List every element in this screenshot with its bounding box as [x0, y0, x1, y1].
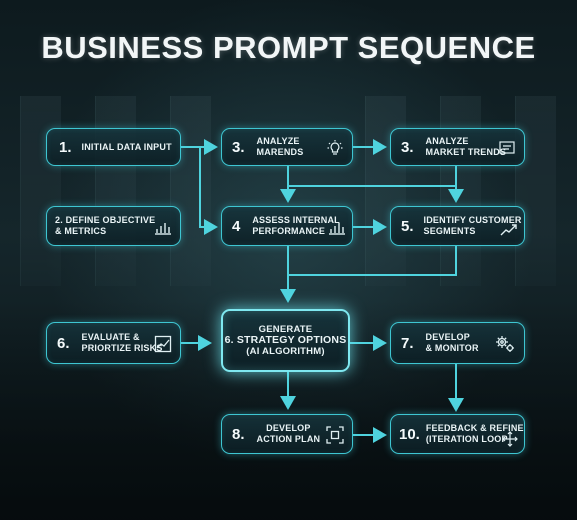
- trend-line-icon: [500, 221, 518, 239]
- background-window: [95, 96, 136, 286]
- step-label: IDENTIFY CUSTOMER SEGMENTS: [423, 215, 522, 236]
- step-generate-strategy-options[interactable]: GENERATE 6. STRATEGY OPTIONS (AI ALGORIT…: [221, 309, 350, 372]
- step-identify-customer-segments[interactable]: 5. IDENTIFY CUSTOMER SEGMENTS: [390, 206, 525, 246]
- step-initial-data-input[interactable]: 1. INITIAL DATA INPUT: [46, 128, 181, 166]
- step-label: ANALYZE MARKET TRENDS: [425, 136, 507, 157]
- step-number: 5.: [401, 217, 414, 235]
- step-label: INITIAL DATA INPUT: [81, 141, 172, 152]
- step-label: ASSESS INTERNAL PERFORMANCE: [252, 215, 340, 236]
- background-window: [20, 96, 61, 286]
- step-develop-monitor[interactable]: 7. DEVELOP & MONITOR: [390, 322, 525, 364]
- step-analyze-marends[interactable]: 3. ANALYZE MARENDS: [221, 128, 353, 166]
- background-window: [170, 96, 211, 286]
- bar-chart-icon: [154, 218, 172, 236]
- step-number: 6.: [57, 334, 70, 352]
- presentation-icon: [498, 139, 516, 157]
- step-label: DEVELOP ACTION PLAN: [256, 423, 321, 444]
- page-title: BUSINESS PROMPT SEQUENCE: [41, 30, 536, 65]
- step-label: FEEDBACK & REFINE (ITERATION LOOP: [425, 423, 524, 444]
- gears-icon: [494, 334, 516, 354]
- move-arrows-icon: [502, 431, 518, 447]
- step-label: EVALUATE & PRIORTIZE RISKS: [81, 332, 163, 353]
- connector-customer-down: [288, 246, 457, 276]
- step-number: 1.: [59, 138, 72, 156]
- trend-chart-icon: [154, 335, 172, 353]
- lightbulb-icon: [326, 139, 344, 157]
- step-label-main: 6. STRATEGY OPTIONS: [224, 334, 347, 346]
- step-feedback-refine[interactable]: 10. FEEDBACK & REFINE (ITERATION LOOP: [390, 414, 525, 454]
- step-label: DEVELOP & MONITOR: [425, 332, 479, 353]
- step-number: 10.: [399, 425, 420, 443]
- background-window: [365, 96, 406, 286]
- step-evaluate-prioritize-risks[interactable]: 6. EVALUATE & PRIORTIZE RISKS: [46, 322, 181, 364]
- step-label-bottom: (AI ALGORITHM): [246, 346, 325, 357]
- step-label: 2. DEFINE OBJECTIVE & METRICS: [55, 215, 156, 236]
- connector-split-to-assess: [199, 147, 218, 235]
- step-number: 7.: [401, 334, 414, 352]
- step-number: 8.: [232, 425, 245, 443]
- step-define-objective[interactable]: 2. DEFINE OBJECTIVE & METRICS: [46, 206, 181, 246]
- target-frame-icon: [326, 426, 344, 444]
- bar-chart-icon: [328, 218, 346, 236]
- step-analyze-market-trends[interactable]: 3. ANALYZE MARKET TRENDS: [390, 128, 525, 166]
- background-window: [515, 96, 556, 286]
- step-number: 4: [232, 217, 241, 235]
- step-develop-action-plan[interactable]: 8. DEVELOP ACTION PLAN: [221, 414, 353, 454]
- step-number: 3.: [232, 138, 245, 156]
- step-assess-internal-performance[interactable]: 4 ASSESS INTERNAL PERFORMANCE: [221, 206, 353, 246]
- step-label: ANALYZE MARENDS: [256, 136, 304, 157]
- step-number: 3.: [401, 138, 414, 156]
- step-label-top: GENERATE: [258, 324, 313, 335]
